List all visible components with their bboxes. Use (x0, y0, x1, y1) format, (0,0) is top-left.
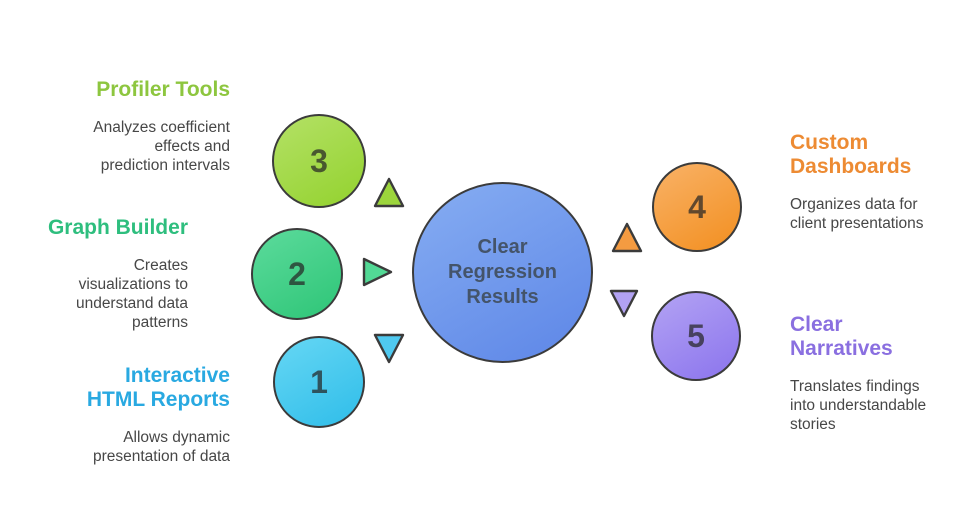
item-4-text-block: Custom Dashboards Organizes data for cli… (790, 131, 975, 233)
center-circle: Clear Regression Results (412, 182, 593, 363)
item-5-heading: Clear Narratives (790, 313, 893, 360)
item-2-heading: Graph Builder (47, 216, 188, 239)
item-1-circle: 1 (273, 336, 365, 428)
arrow-right-icon (362, 257, 393, 287)
item-2-text-block: Graph Builder Creates visualizations to … (0, 216, 188, 332)
arrow-down-icon (609, 289, 639, 318)
arrow-up-icon (373, 177, 405, 208)
center-label: Clear Regression Results (448, 236, 557, 308)
item-5-number: 5 (687, 318, 705, 354)
item-4-description: Organizes data for client presentations (790, 196, 924, 232)
item-5-description: Translates findings into understandable … (790, 378, 927, 433)
item-3-number: 3 (310, 143, 328, 179)
item-3-description: Analyzes coefficient effects and predict… (93, 119, 230, 174)
item-5-circle: 5 (651, 291, 741, 381)
item-3-text-block: Profiler Tools Analyzes coefficient effe… (10, 78, 230, 175)
item-1-heading: Interactive HTML Reports (86, 364, 230, 411)
item-1-description: Allows dynamic presentation of data (92, 429, 230, 465)
item-4-heading: Custom Dashboards (790, 131, 912, 178)
arrow-down-icon (373, 333, 405, 364)
item-3-circle: 3 (272, 114, 366, 208)
item-4-circle: 4 (652, 162, 742, 252)
item-2-number: 2 (288, 256, 306, 292)
item-2-description: Creates visualizations to understand dat… (75, 257, 188, 331)
item-5-text-block: Clear Narratives Translates findings int… (790, 313, 975, 434)
item-2-circle: 2 (251, 228, 343, 320)
item-1-text-block: Interactive HTML Reports Allows dynamic … (10, 364, 230, 466)
item-3-heading: Profiler Tools (96, 78, 230, 101)
item-4-number: 4 (688, 189, 706, 225)
arrow-up-icon (611, 222, 643, 253)
item-1-number: 1 (310, 364, 328, 400)
